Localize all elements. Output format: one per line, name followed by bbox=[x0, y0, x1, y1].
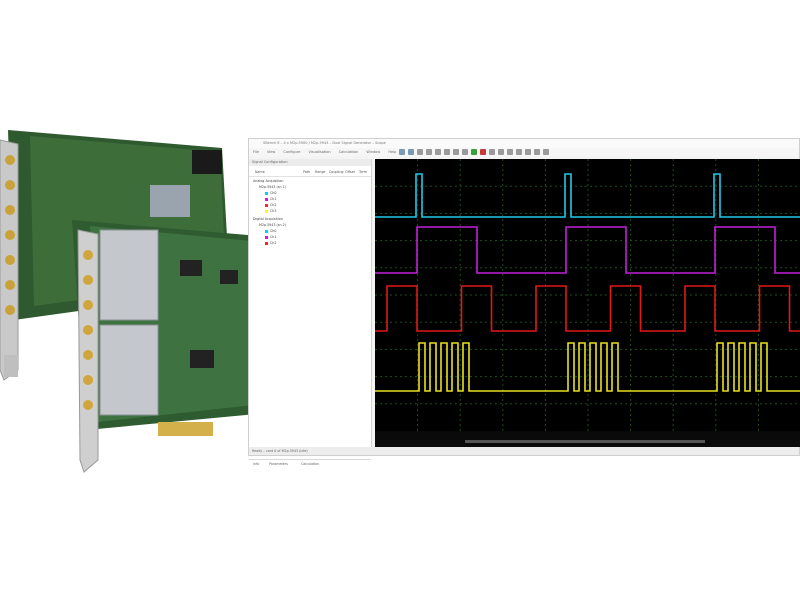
tree-channel[interactable]: Ch0 bbox=[265, 229, 277, 233]
menu-bar: File View Configure Visualisation Calcul… bbox=[249, 148, 799, 156]
bottom-tabs: Info Parameters Calculation bbox=[249, 459, 371, 468]
channel-color-swatch bbox=[265, 197, 268, 201]
settings-icon[interactable] bbox=[426, 149, 432, 155]
col-path[interactable]: Path bbox=[303, 170, 311, 174]
col-name[interactable]: Name bbox=[255, 170, 265, 174]
tree-group-analog[interactable]: Analog Acquisition bbox=[253, 179, 284, 183]
stop-icon[interactable] bbox=[480, 149, 486, 155]
col-range[interactable]: Range bbox=[315, 170, 326, 174]
menu-file[interactable]: File bbox=[253, 150, 259, 154]
trace-ch0 bbox=[375, 173, 800, 218]
cursor-icon[interactable] bbox=[453, 149, 459, 155]
layout-icon[interactable] bbox=[498, 149, 504, 155]
tab-info[interactable]: Info bbox=[253, 462, 260, 466]
help-icon[interactable] bbox=[543, 149, 549, 155]
sbench-window: SBench 6 – 4 x M2p.5900 / M2p.5943 – Dua… bbox=[248, 138, 800, 466]
channel-color-swatch bbox=[265, 191, 268, 195]
menu-configure[interactable]: Configure bbox=[283, 150, 301, 154]
col-coupling[interactable]: Coupling bbox=[329, 170, 344, 174]
col-term[interactable]: Term bbox=[359, 170, 367, 174]
tab-parameters[interactable]: Parameters bbox=[269, 462, 288, 466]
zoom-out-icon[interactable] bbox=[444, 149, 450, 155]
export-icon[interactable] bbox=[516, 149, 522, 155]
column-header: Name Path Range Coupling Offset Term bbox=[249, 168, 371, 177]
start-icon[interactable] bbox=[471, 149, 477, 155]
open-icon[interactable] bbox=[399, 149, 405, 155]
channel-color-swatch bbox=[265, 203, 268, 207]
tree-channel[interactable]: Ch2 bbox=[265, 203, 277, 207]
toolbar bbox=[399, 148, 799, 158]
trace-ch1 bbox=[375, 226, 800, 274]
tree-channel[interactable]: Ch2 bbox=[265, 241, 277, 245]
channel-color-swatch bbox=[265, 241, 268, 245]
col-offset[interactable]: Offset bbox=[345, 170, 355, 174]
tree-channel[interactable]: Ch1 bbox=[265, 197, 277, 201]
menu-calculation[interactable]: Calculation bbox=[338, 150, 359, 154]
scope-grid bbox=[375, 159, 800, 431]
scope-display[interactable] bbox=[375, 159, 800, 447]
time-axis-bar bbox=[375, 431, 800, 447]
channel-color-swatch bbox=[265, 235, 268, 239]
import-icon[interactable] bbox=[525, 149, 531, 155]
window-icon[interactable] bbox=[507, 149, 513, 155]
tree-channel[interactable]: Ch1 bbox=[265, 235, 277, 239]
channel-color-swatch bbox=[265, 209, 268, 213]
trace-ch2 bbox=[375, 285, 800, 332]
print-icon[interactable] bbox=[417, 149, 423, 155]
signal-config-pane: Signal Configuration Name Path Range Cou… bbox=[249, 159, 372, 466]
menu-visualisation[interactable]: Visualisation bbox=[308, 150, 331, 154]
tree-card-2[interactable]: M2p.5943 (sn 2) bbox=[259, 223, 287, 227]
trace-ch3 bbox=[375, 342, 800, 392]
tree-card-1[interactable]: M2p.5943 (sn 1) bbox=[259, 185, 287, 189]
pane-title: Signal Configuration bbox=[249, 159, 371, 166]
tree-channel[interactable]: Ch0 bbox=[265, 191, 277, 195]
zoom-icon[interactable] bbox=[435, 149, 441, 155]
horizontal-scrollbar[interactable] bbox=[465, 440, 705, 443]
channel-color-swatch bbox=[265, 229, 268, 233]
menu-view[interactable]: View bbox=[266, 150, 276, 154]
tree-group-digital[interactable]: Digital Acquisition bbox=[253, 217, 283, 221]
measure-icon[interactable] bbox=[462, 149, 468, 155]
tab-calculation[interactable]: Calculation bbox=[301, 462, 320, 466]
window-title: SBench 6 – 4 x M2p.5900 / M2p.5943 – Dua… bbox=[249, 139, 799, 148]
menu-help[interactable]: Help bbox=[388, 150, 397, 154]
status-bar: Ready – card 0 of M2p.5943 (idle) bbox=[249, 447, 799, 455]
tree-channel[interactable]: Ch3 bbox=[265, 209, 277, 213]
save-icon[interactable] bbox=[408, 149, 414, 155]
menu-window[interactable]: Window bbox=[366, 150, 381, 154]
trigger-icon[interactable] bbox=[489, 149, 495, 155]
calc-icon[interactable] bbox=[534, 149, 540, 155]
